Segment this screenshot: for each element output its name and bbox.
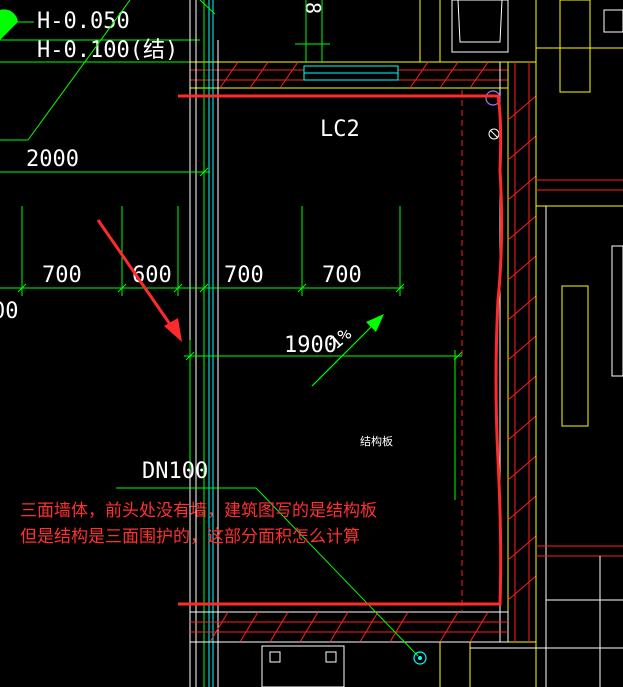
top-wall-band: 8 (189, 0, 509, 89)
bottom-wall (189, 611, 623, 687)
annotation-line-2: 但是结构是三面围护的，这部分面积怎么计算 (20, 527, 360, 547)
level-mark-group: H-0.050 H-0.100(结) (0, 0, 200, 141)
dimension-balcony-label: 1900 (284, 333, 337, 358)
dimension-left-partial: 00 (0, 299, 19, 324)
markup-arrow-shaft (96, 219, 176, 331)
window-tag-label: LC2 (320, 117, 360, 142)
dimension-total-label: 2000 (26, 147, 79, 172)
pipe-riser-icon (413, 651, 427, 665)
dimension-total: 2000 (0, 140, 210, 180)
red-markup (96, 94, 504, 606)
fixture-outline (451, 0, 509, 53)
markup-arrow-head-icon (164, 318, 182, 342)
drain-icon (488, 128, 500, 140)
dimension-segment-2: 600 (132, 263, 172, 288)
left-column-lines (189, 0, 219, 687)
dimension-segments: 700 600 700 700 00 (0, 206, 405, 324)
dimension-segment-1: 700 (42, 263, 82, 288)
dimension-segment-3: 700 (224, 263, 264, 288)
markup-outline (178, 94, 504, 606)
level-symbol-icon (0, 9, 18, 41)
riser-marker-icon (485, 90, 501, 106)
dimension-balcony: 1900 (184, 333, 463, 470)
dimension-segment-4: 700 (322, 263, 362, 288)
slope-arrow-icon (366, 314, 384, 332)
inner-lines (454, 90, 463, 612)
annotation-line-1: 三面墙体，前头处没有墙，建筑图写的是结构板 (20, 501, 377, 521)
leader-line (27, 0, 131, 141)
level-label-bottom: H-0.100(结) (37, 38, 178, 63)
door-jamb (561, 285, 589, 427)
annotation-note: 三面墙体，前头处没有墙，建筑图写的是结构板 但是结构是三面围护的，这部分面积怎么… (20, 498, 480, 550)
top-partial-dimension: 8 (301, 2, 325, 14)
far-right-area (535, 0, 623, 687)
pipe-tag-label: DN100 (142, 459, 208, 484)
structural-slab-label: 结构板 (360, 434, 393, 448)
level-label-top: H-0.050 (37, 9, 130, 34)
pipe-leader-line (255, 487, 419, 657)
